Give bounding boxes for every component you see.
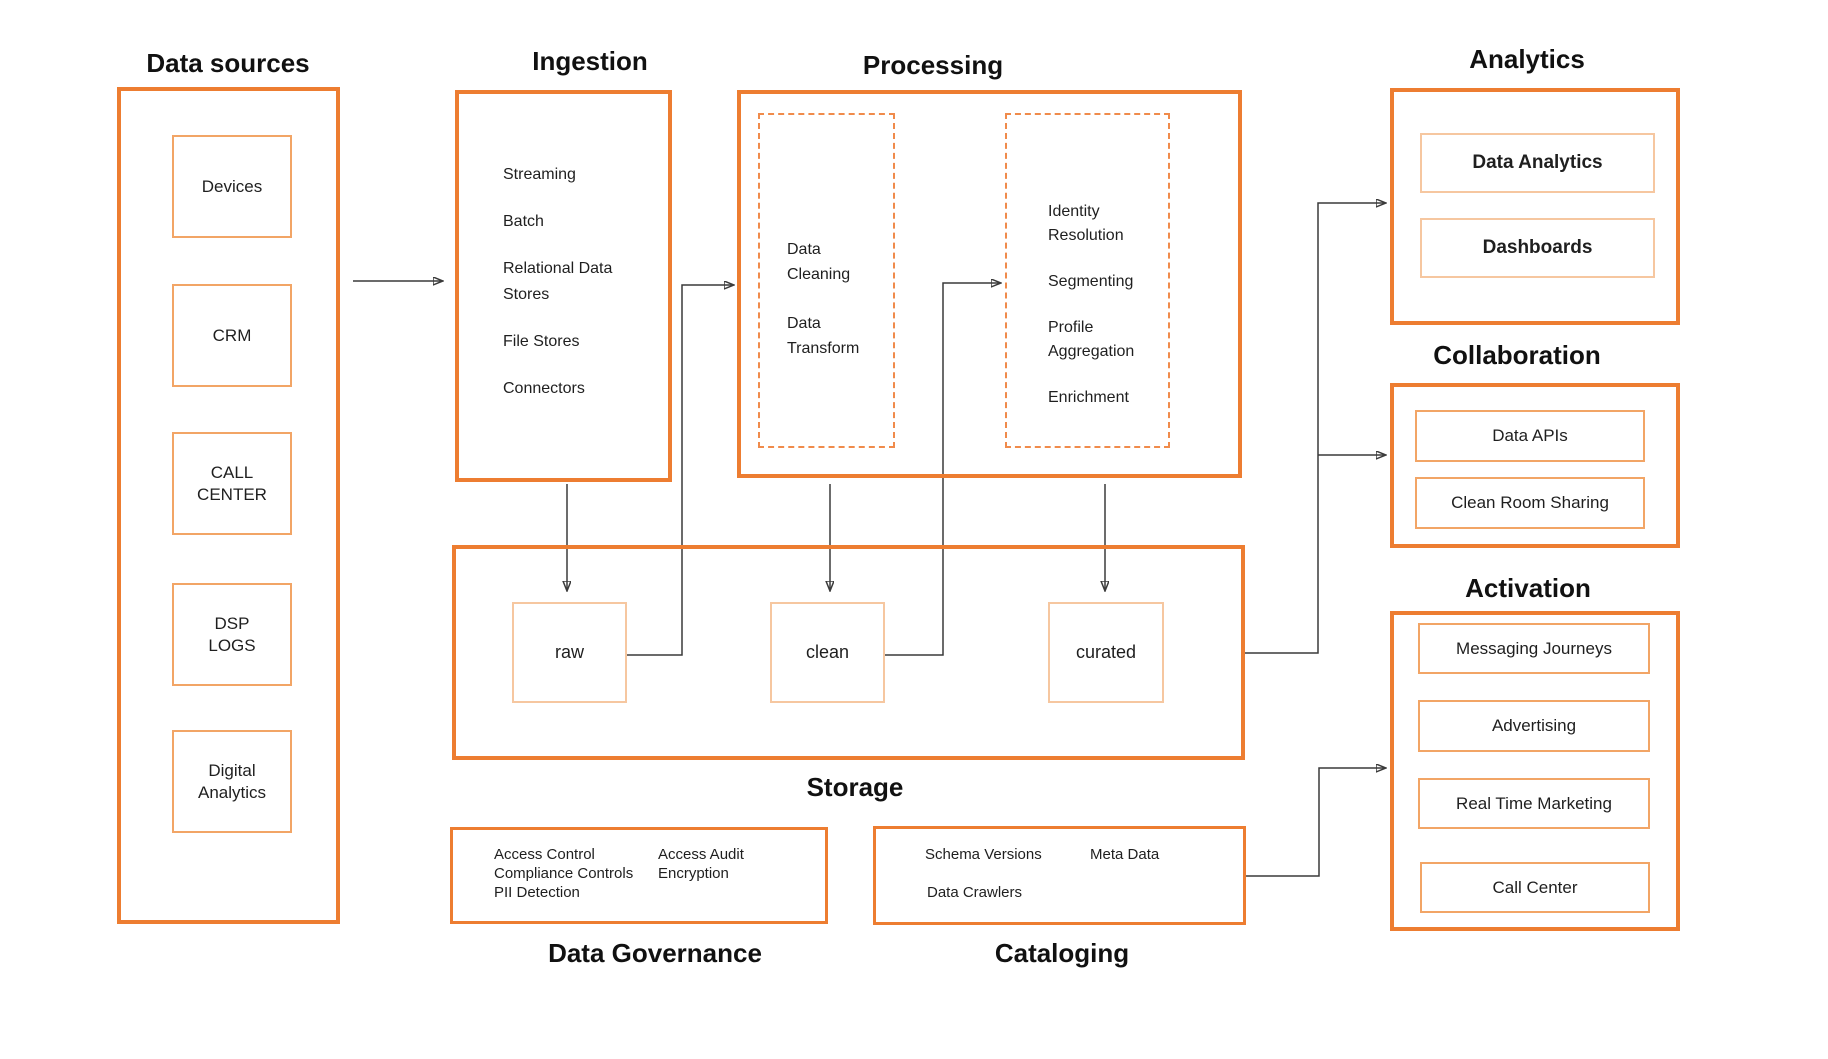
activation-box-label: Call Center (1492, 877, 1578, 897)
processing-container (737, 90, 1242, 478)
activation-box-label: Real Time Marketing (1456, 793, 1612, 813)
processing-item: Data Transform (787, 315, 860, 357)
collaboration-box-clean-room-sharing: Clean Room Sharing (1415, 477, 1645, 529)
source-box-label: Devices (201, 176, 263, 196)
storage-zone-label: clean (805, 642, 850, 662)
ingestion-container (455, 90, 672, 482)
activation-container (1390, 611, 1680, 931)
storage-zone-curated: curated (1048, 602, 1164, 703)
governance-item: Encryption (658, 865, 729, 882)
collaboration-container (1390, 383, 1680, 548)
governance-item: Compliance Controls (494, 865, 634, 882)
ingestion-item: File Stores (503, 333, 580, 350)
processing-item: Identity Resolution (1048, 203, 1124, 244)
analytics-box-dashboards: Dashboards (1420, 218, 1655, 278)
source-box-devices: Devices (172, 135, 292, 238)
source-box-digital-analytics: Digital Analytics (172, 730, 292, 833)
collaboration-box-data-apis: Data APIs (1415, 410, 1645, 462)
connector-storage-to-analytics (1245, 203, 1385, 654)
processing-item: Profile Aggregation (1048, 319, 1135, 360)
source-box-crm: CRM (172, 284, 292, 387)
storage-zone-label: curated (1075, 642, 1137, 662)
storage-title: Storage (806, 772, 904, 802)
source-box-label: CRM (212, 325, 252, 345)
data-governance-container (450, 827, 828, 924)
cataloging-item: Meta Data (1090, 846, 1160, 863)
collaboration-box-label: Data APIs (1492, 426, 1568, 445)
processing-cleaning-list: Data Cleaning Data Transform (787, 237, 877, 361)
processing-title: Processing (862, 50, 1004, 80)
source-box-label: Digital Analytics (197, 760, 267, 802)
storage-zone-label: raw (554, 642, 584, 662)
source-box-call-center: CALL CENTER (172, 432, 292, 535)
analytics-box-label: Dashboards (1482, 237, 1593, 258)
analytics-box-label: Data Analytics (1472, 152, 1603, 173)
collaboration-box-label: Clean Room Sharing (1451, 493, 1609, 512)
cataloging-title: Cataloging (994, 938, 1130, 968)
ingestion-item: Streaming (503, 166, 576, 183)
cataloging-item: Schema Versions (925, 846, 1042, 863)
ingestion-title: Ingestion (532, 46, 648, 76)
governance-item: Access Audit (658, 846, 744, 863)
data-governance-col2: Access Audit Encryption (658, 845, 744, 883)
analytics-container (1390, 88, 1680, 325)
ingestion-item: Connectors (503, 380, 585, 397)
processing-identity-list: Identity Resolution Segmenting Profile A… (1048, 200, 1160, 410)
processing-item: Enrichment (1048, 389, 1129, 406)
cataloging-item: Data Crawlers (927, 884, 1023, 901)
ingestion-item: Batch (503, 213, 544, 230)
processing-item: Segmenting (1048, 273, 1134, 290)
storage-zone-raw: raw (512, 602, 627, 703)
activation-box-messaging-journeys: Messaging Journeys (1418, 623, 1650, 674)
data-sources-title: Data sources (146, 48, 310, 78)
governance-item: PII Detection (494, 884, 580, 901)
ingestion-list: Streaming Batch Relational Data Stores F… (503, 162, 615, 402)
activation-box-label: Messaging Journeys (1456, 638, 1612, 658)
collaboration-title: Collaboration (1433, 340, 1601, 370)
source-box-label: CALL CENTER (197, 462, 267, 504)
storage-container (452, 545, 1245, 760)
analytics-title: Analytics (1469, 44, 1585, 74)
data-governance-col1: Access Control Compliance Controls PII D… (494, 845, 633, 902)
source-box-label: DSP LOGS (208, 613, 256, 655)
connector-cataloging-to-activation (1246, 768, 1385, 877)
ingestion-item: Relational Data Stores (503, 260, 613, 303)
governance-item: Access Control (494, 846, 595, 863)
cataloging-container (873, 826, 1246, 925)
processing-cleaning-group-box (758, 113, 895, 448)
activation-box-label: Advertising (1491, 716, 1577, 735)
source-box-dsp-logs: DSP LOGS (172, 583, 292, 686)
data-sources-container (117, 87, 340, 924)
processing-identity-group-box (1005, 113, 1170, 448)
analytics-box-data-analytics: Data Analytics (1420, 133, 1655, 193)
activation-box-call-center: Call Center (1420, 862, 1650, 913)
activation-box-advertising: Advertising (1418, 700, 1650, 752)
data-governance-title: Data Governance (548, 938, 762, 968)
storage-zone-clean: clean (770, 602, 885, 703)
activation-title: Activation (1465, 573, 1591, 603)
processing-item: Data Cleaning (787, 241, 851, 283)
activation-box-real-time-marketing: Real Time Marketing (1418, 778, 1650, 829)
